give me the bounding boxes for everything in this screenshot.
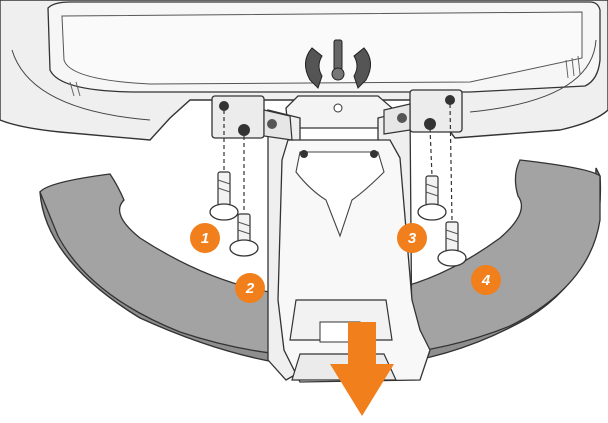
screw-1 bbox=[209, 171, 239, 221]
screw-guides bbox=[223, 103, 453, 221]
stand-neck-plate bbox=[285, 95, 393, 129]
callout-1: 1 bbox=[190, 223, 220, 253]
stand-bracket bbox=[267, 109, 431, 383]
hinge-right bbox=[383, 89, 463, 135]
callout-label: 1 bbox=[201, 230, 209, 247]
screw-3 bbox=[417, 175, 447, 221]
stand-base bbox=[39, 159, 602, 369]
screw-4 bbox=[437, 221, 467, 267]
hinge-left bbox=[211, 95, 293, 141]
monitor-housing bbox=[0, 0, 608, 141]
callout-2: 2 bbox=[235, 273, 265, 303]
screw-2 bbox=[229, 213, 259, 257]
callout-4: 4 bbox=[471, 265, 501, 295]
callout-3: 3 bbox=[397, 223, 427, 253]
callout-label: 2 bbox=[245, 280, 255, 297]
arrow-down-icon bbox=[330, 322, 394, 416]
stand-emblem-icon bbox=[305, 39, 371, 89]
callout-label: 4 bbox=[481, 272, 491, 289]
callout-label: 3 bbox=[408, 230, 417, 247]
